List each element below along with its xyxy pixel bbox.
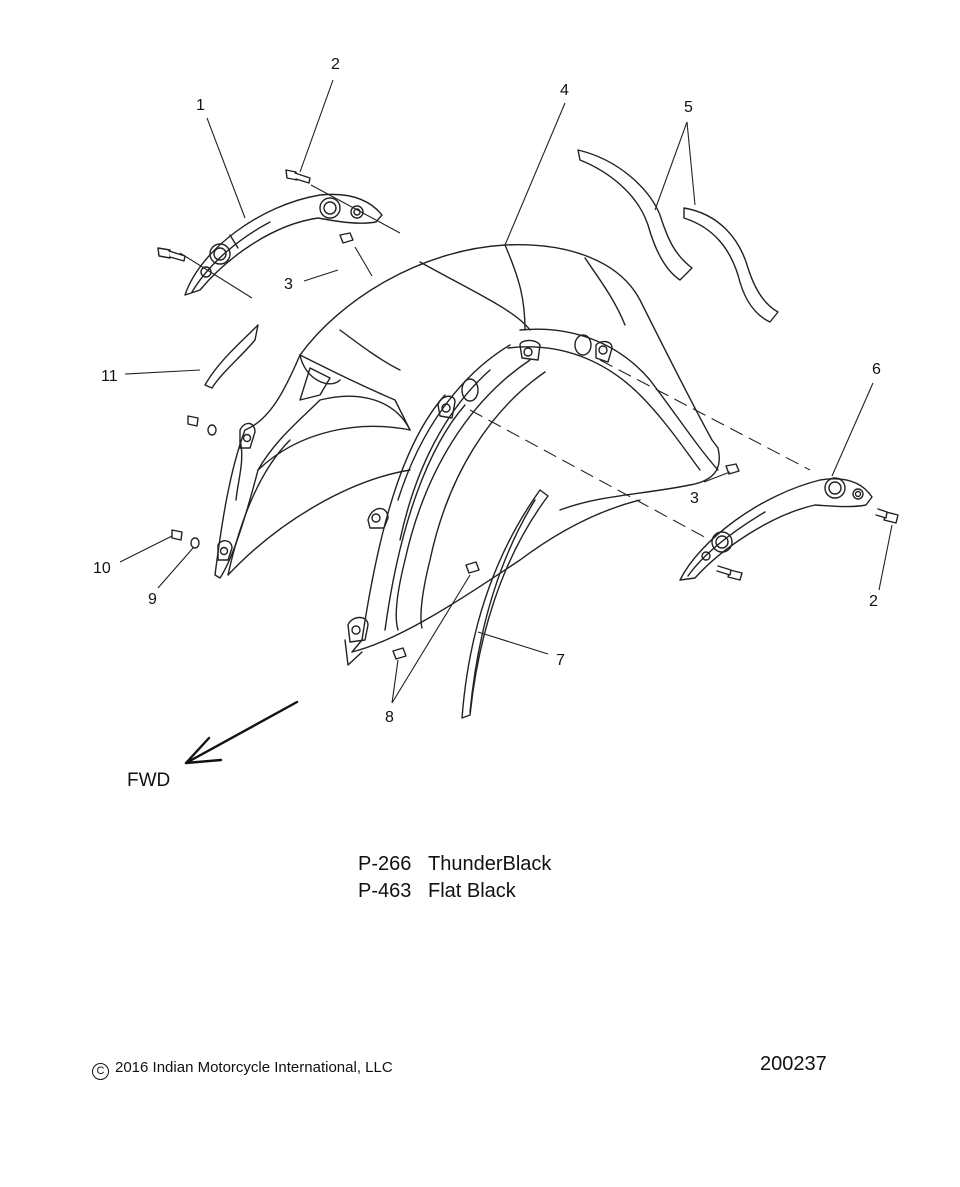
callout-3-right: 3: [690, 490, 699, 507]
rear-fender: [214, 244, 720, 666]
fasteners: [157, 169, 899, 660]
leader-lines: [119, 79, 893, 704]
assembly-guide-lines: [469, 359, 811, 541]
paint-name: ThunderBlack: [428, 853, 552, 875]
callout-6: 6: [872, 361, 881, 378]
paint-code-row: P-266 ThunderBlack: [358, 853, 551, 876]
copyright-icon: C: [92, 1063, 109, 1080]
small-wedge-trim: [204, 324, 259, 389]
callout-labels: 1 2 3 4 5 6 3 2 7 8 9 10 11 FWD: [93, 56, 881, 791]
document-number: 200237: [760, 1053, 827, 1075]
callout-9: 9: [148, 591, 157, 608]
forward-direction-label: FWD: [127, 770, 170, 791]
callout-1: 1: [196, 97, 205, 114]
callout-2-lower: 2: [869, 593, 878, 610]
callout-10: 10: [93, 560, 111, 577]
paint-code: P-266: [358, 853, 412, 875]
copyright-notice: C 2016 Indian Motorcycle International, L…: [92, 1059, 393, 1080]
copyright-text: 2016 Indian Motorcycle International, LL…: [115, 1059, 393, 1076]
paint-name: Flat Black: [428, 880, 516, 902]
fender-trim-strips: [577, 149, 779, 323]
right-fender-trim: [679, 477, 873, 581]
lower-fender-strip: [461, 489, 549, 719]
callout-3-left: 3: [284, 276, 293, 293]
paint-code-row: P-463 Flat Black: [358, 880, 516, 903]
callout-5: 5: [684, 99, 693, 116]
paint-code: P-463: [358, 880, 412, 902]
callout-7: 7: [556, 652, 565, 669]
forward-arrow-icon: [184, 700, 299, 765]
callout-11: 11: [101, 368, 118, 385]
callout-2-upper: 2: [331, 56, 340, 73]
left-fender-trim: [184, 193, 383, 296]
callout-8: 8: [385, 709, 394, 726]
callout-4: 4: [560, 82, 569, 99]
